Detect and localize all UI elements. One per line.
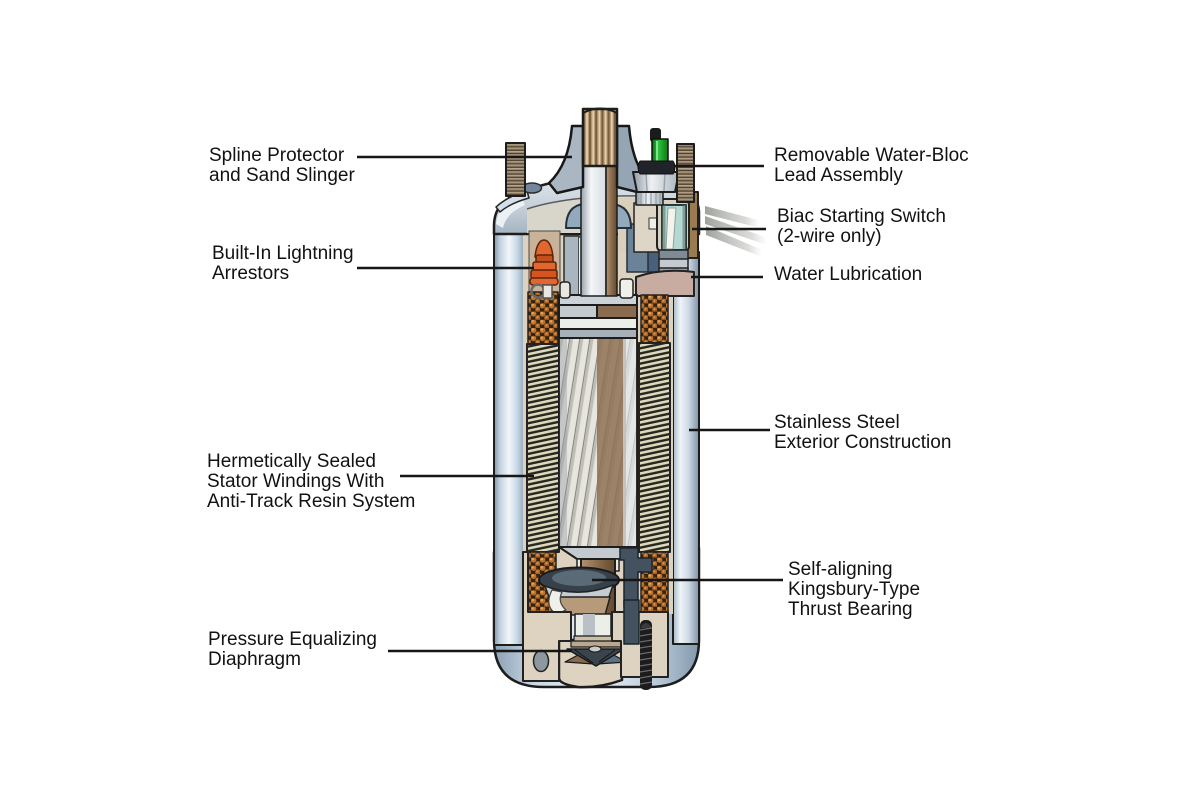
svg-text:Spline Protector: Spline Protector (209, 145, 345, 166)
svg-text:Stainless Steel: Stainless Steel (774, 412, 900, 433)
svg-text:and Sand Slinger: and Sand Slinger (209, 165, 355, 186)
svg-text:Anti-Track Resin System: Anti-Track Resin System (207, 491, 415, 512)
svg-text:Pressure Equalizing: Pressure Equalizing (208, 629, 377, 650)
svg-text:Self-aligning: Self-aligning (788, 559, 893, 580)
svg-text:Removable Water-Bloc: Removable Water-Bloc (774, 145, 969, 166)
svg-text:Thrust Bearing: Thrust Bearing (788, 599, 913, 620)
svg-text:Diaphragm: Diaphragm (208, 649, 301, 670)
svg-text:Built-In Lightning: Built-In Lightning (212, 243, 354, 264)
svg-text:(2-wire only): (2-wire only) (777, 226, 882, 247)
svg-text:Stator Windings With: Stator Windings With (207, 471, 384, 492)
svg-text:Biac Starting Switch: Biac Starting Switch (777, 206, 946, 227)
svg-text:Hermetically Sealed: Hermetically Sealed (207, 451, 376, 472)
svg-text:Arrestors: Arrestors (212, 263, 289, 284)
svg-text:Kingsbury-Type: Kingsbury-Type (788, 579, 920, 600)
svg-text:Lead Assembly: Lead Assembly (774, 165, 903, 186)
svg-text:Water Lubrication: Water Lubrication (774, 264, 922, 285)
svg-text:Exterior Construction: Exterior Construction (774, 432, 951, 453)
